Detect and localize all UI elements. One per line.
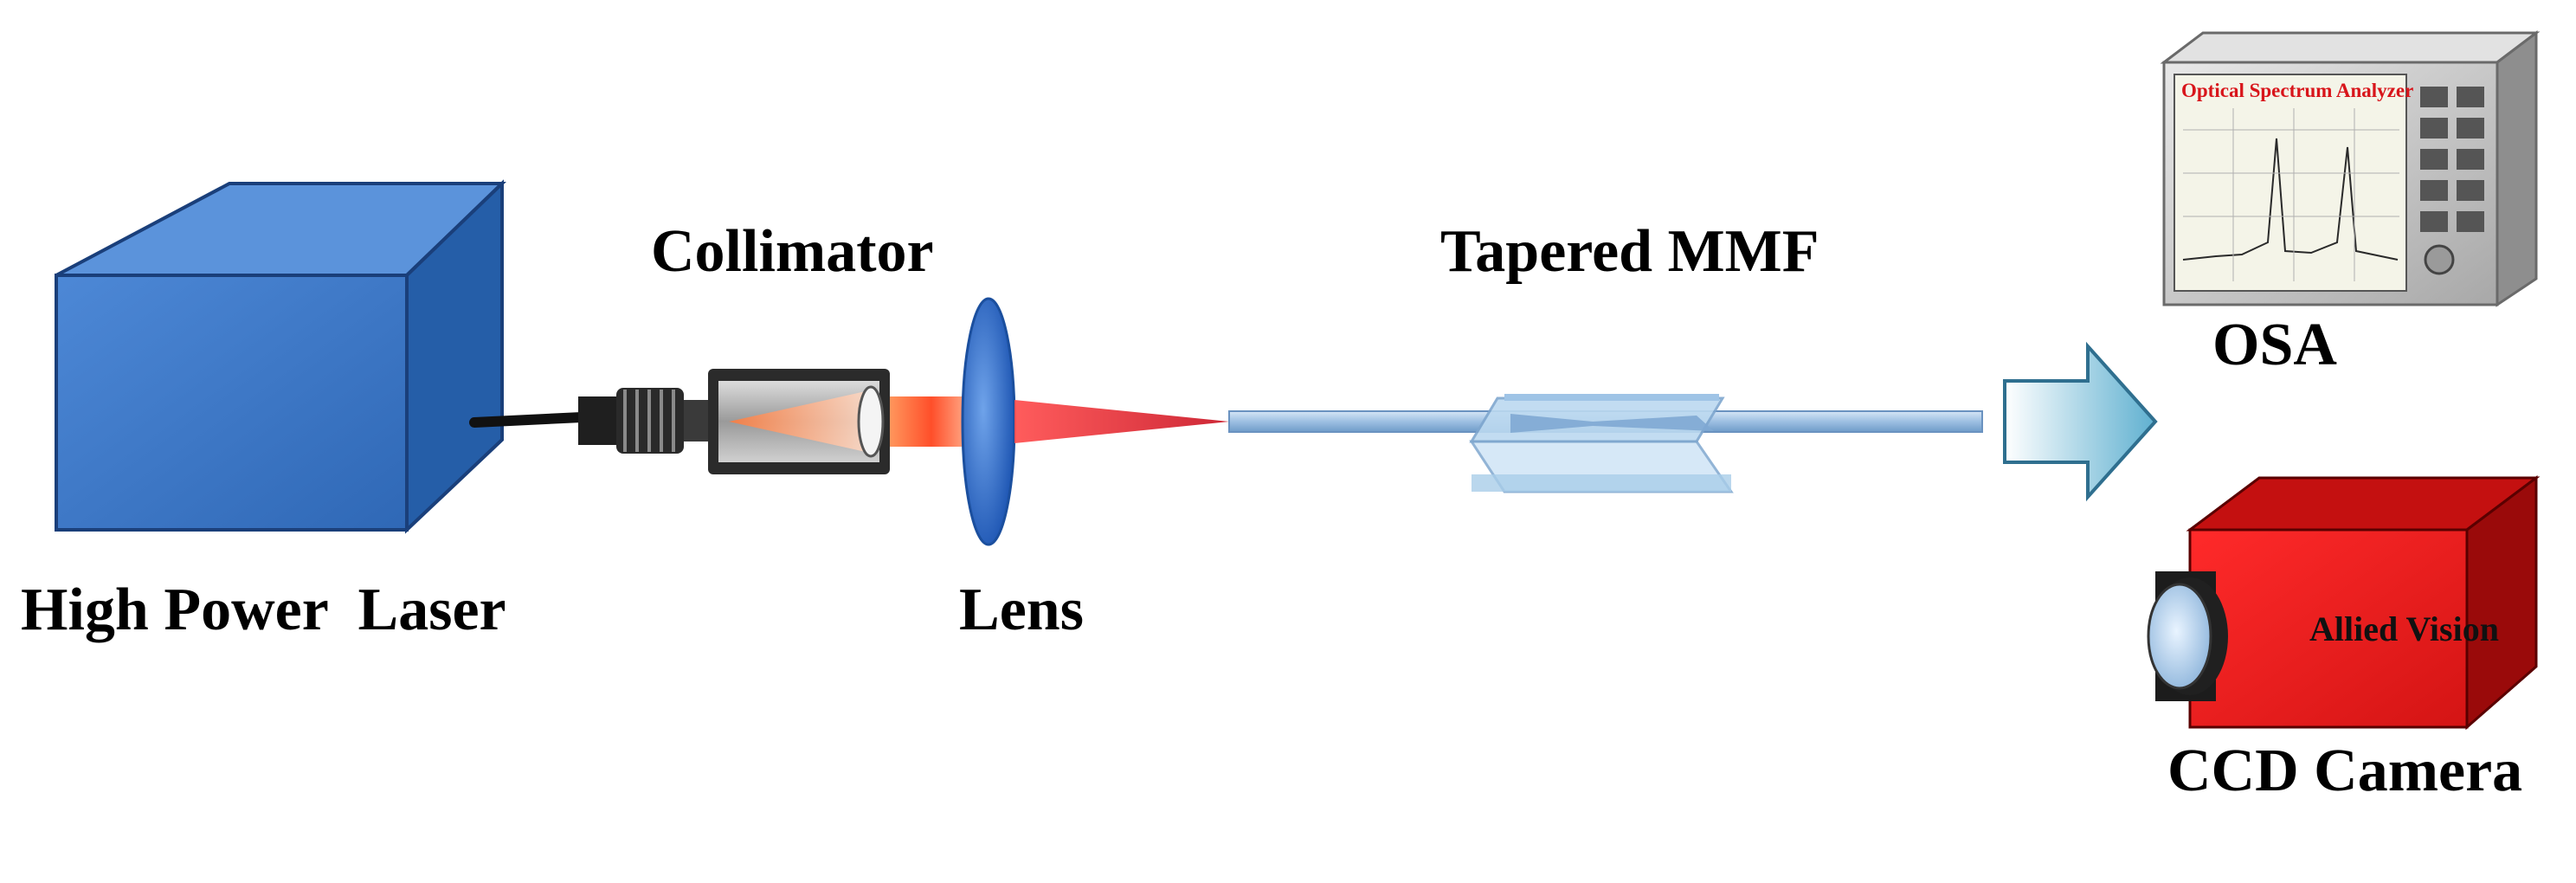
laser-cable bbox=[469, 412, 587, 428]
collimator-icon bbox=[578, 369, 890, 474]
ccd-camera-icon: Allied Vision bbox=[2147, 475, 2541, 731]
laser-box-icon bbox=[55, 179, 506, 534]
label-tapered-mmf: Tapered MMF bbox=[1440, 218, 1819, 285]
tapered-fiber-icon bbox=[1228, 394, 1983, 493]
right-arrow-icon bbox=[2003, 341, 2158, 502]
camera-brand-label: Allied Vision bbox=[2309, 609, 2499, 648]
focused-beam bbox=[1014, 400, 1229, 443]
lens-icon bbox=[961, 297, 1016, 546]
label-high-power-laser: High Power Laser bbox=[21, 577, 506, 643]
label-osa: OSA bbox=[2212, 312, 2337, 378]
label-lens: Lens bbox=[959, 577, 1084, 643]
label-ccd-camera: CCD Camera bbox=[2167, 738, 2523, 804]
osa-screen-title: Optical Spectrum Analyzer bbox=[2181, 80, 2413, 101]
spectrum-analyzer-icon: Optical Spectrum Analyzer bbox=[2160, 29, 2541, 307]
laser-beam bbox=[890, 396, 973, 447]
label-collimator: Collimator bbox=[651, 218, 934, 285]
